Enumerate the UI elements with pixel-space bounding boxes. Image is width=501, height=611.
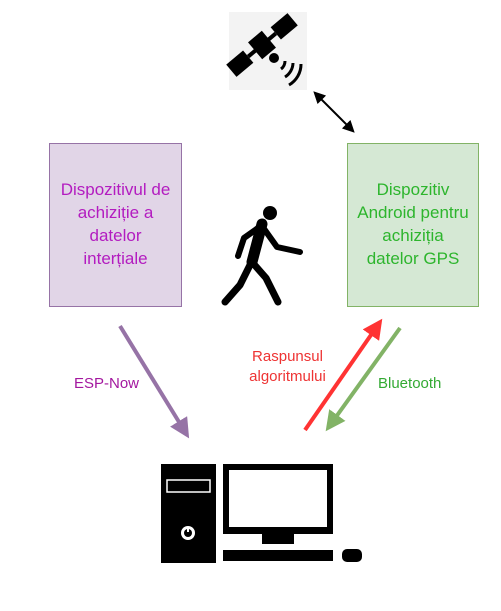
android-device-box: Dispozitiv Android pentru achiziția date…	[347, 143, 479, 307]
response-arrow	[303, 318, 383, 432]
satellite-icon	[226, 12, 307, 90]
response-label: Raspunsul algoritmului	[249, 348, 326, 385]
android-device-label: Dispozitiv Android pentru achiziția date…	[357, 180, 469, 268]
inertial-device-label: Dispozitivul de achiziție a datelor inte…	[60, 180, 171, 268]
inertial-device-box: Dispozitivul de achiziție a datelor inte…	[49, 143, 182, 307]
satellite-link-arrow	[313, 91, 355, 133]
esp-now-arrow	[118, 324, 190, 439]
bluetooth-arrow	[325, 326, 402, 432]
walking-person-icon	[221, 206, 303, 306]
desktop-computer-icon	[161, 464, 362, 563]
esp-now-label: ESP-Now	[74, 375, 140, 392]
bluetooth-label: Bluetooth	[378, 375, 442, 392]
